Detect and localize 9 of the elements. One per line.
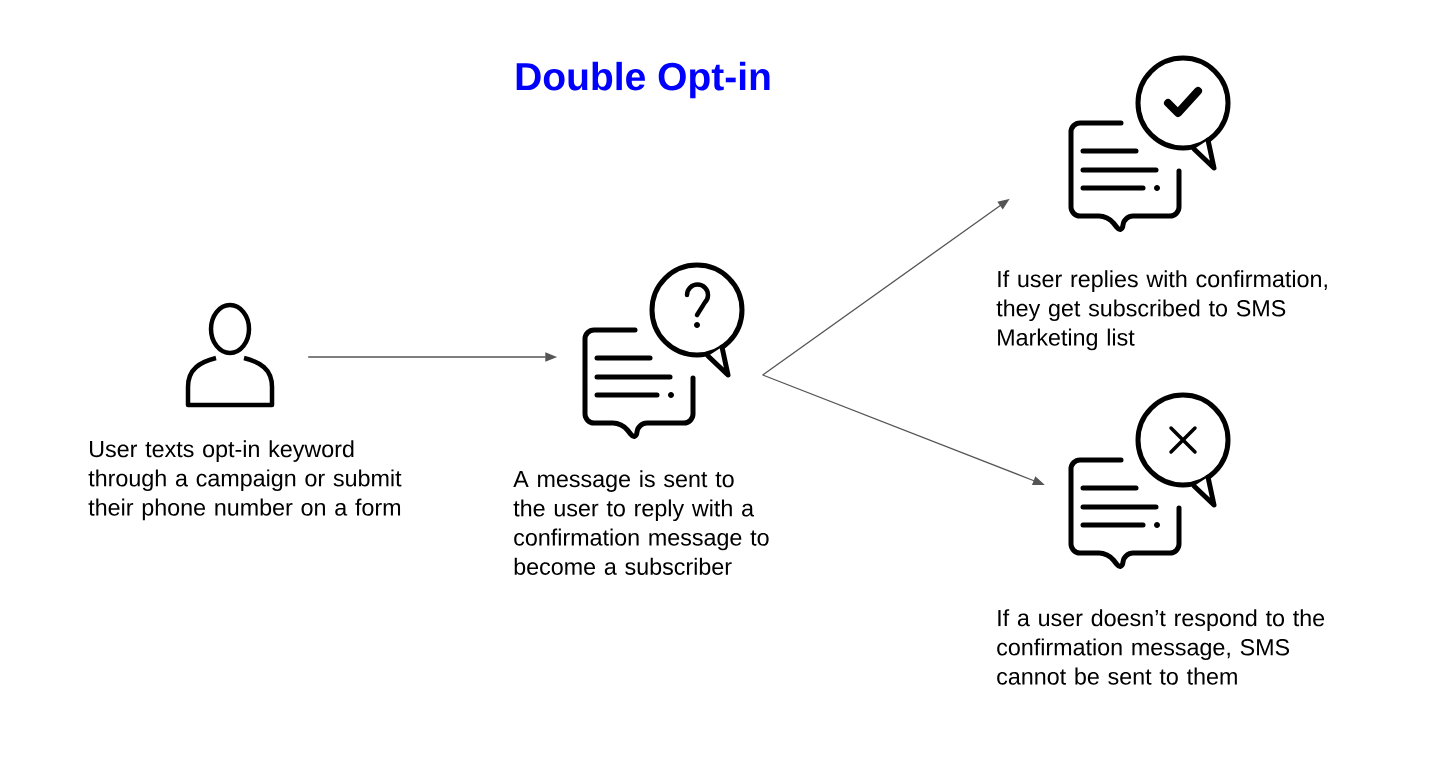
chat-bubbles-icon xyxy=(1068,392,1231,569)
caption-text: User texts opt-in keyword through a campaign or submit their phone number on a form xyxy=(88,440,402,521)
caption-text: If a user doesn’t respond to the confirmation message, SMS cannot be sent to them xyxy=(997,609,1325,685)
chat-bubbles-icon xyxy=(582,262,745,439)
caption-text: If user replies with confirmation, they get subscribed to SMS Marketing list xyxy=(996,270,1327,351)
caption-text: A message is sent to the user to reply with a confirmation message to become a subscriber xyxy=(513,470,769,575)
title: Double Opt-in xyxy=(516,61,770,99)
person-icon xyxy=(185,302,275,408)
chat-bubbles-icon xyxy=(1068,55,1231,232)
